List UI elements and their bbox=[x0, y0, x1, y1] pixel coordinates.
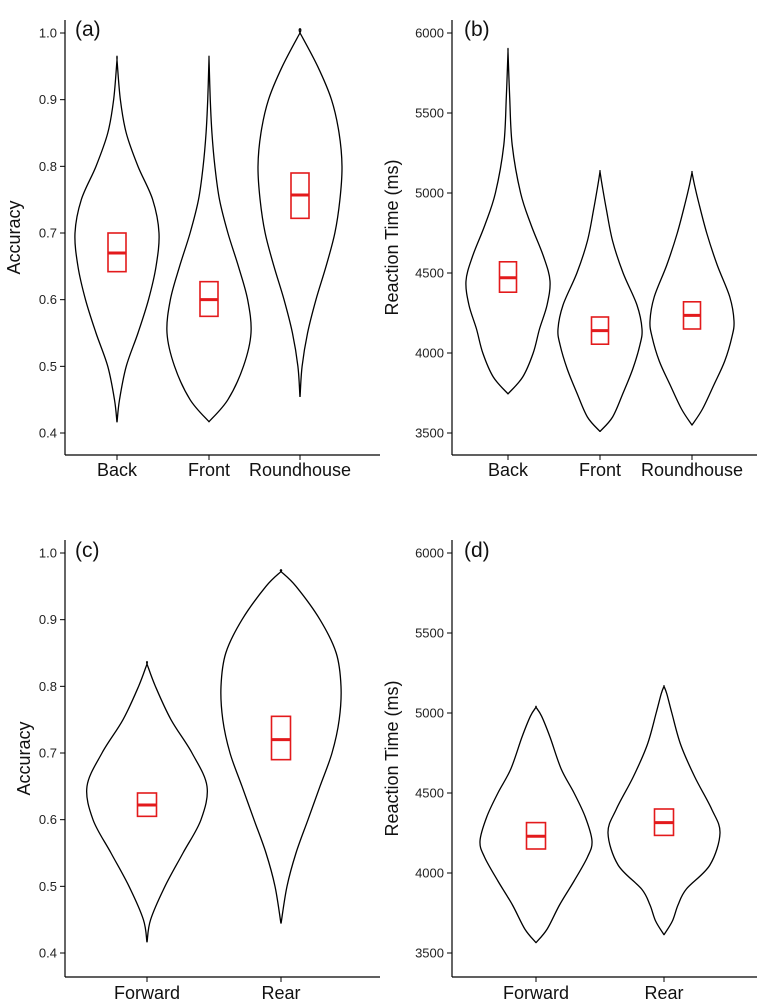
y-tick-label: 5500 bbox=[415, 106, 444, 121]
panel-label: (c) bbox=[75, 539, 100, 562]
y-tick-label: 0.4 bbox=[39, 426, 57, 441]
y-tick-label: 6000 bbox=[415, 546, 444, 561]
y-tick-label: 0.5 bbox=[39, 879, 57, 894]
y-tick-label: 4500 bbox=[415, 266, 444, 281]
x-category-label: Forward bbox=[503, 983, 569, 1001]
y-axis-title: Reaction Time (ms) bbox=[382, 159, 402, 315]
x-category-label: Back bbox=[488, 460, 529, 480]
violin-shape bbox=[465, 47, 551, 395]
violin-shape bbox=[257, 28, 343, 397]
y-tick-label: 0.6 bbox=[39, 812, 57, 827]
y-tick-label: 5000 bbox=[415, 706, 444, 721]
x-category-label: Front bbox=[188, 460, 230, 480]
violin-shape bbox=[479, 705, 593, 944]
y-tick-label: 4000 bbox=[415, 866, 444, 881]
x-category-label: Back bbox=[97, 460, 138, 480]
x-category-label: Rear bbox=[261, 983, 300, 1001]
violin-shape bbox=[74, 55, 160, 423]
x-category-label: Roundhouse bbox=[249, 460, 351, 480]
y-axis-title: Accuracy bbox=[4, 200, 24, 274]
y-tick-label: 0.9 bbox=[39, 612, 57, 627]
violin-shape bbox=[649, 170, 735, 426]
y-axis-title: Accuracy bbox=[14, 721, 34, 795]
y-tick-label: 1.0 bbox=[39, 26, 57, 41]
y-tick-label: 5500 bbox=[415, 626, 444, 641]
y-tick-label: 6000 bbox=[415, 26, 444, 41]
violin-shape bbox=[557, 169, 643, 433]
y-tick-label: 0.5 bbox=[39, 359, 57, 374]
x-category-label: Front bbox=[579, 460, 621, 480]
y-tick-label: 4500 bbox=[415, 786, 444, 801]
x-category-label: Roundhouse bbox=[641, 460, 743, 480]
y-tick-label: 0.9 bbox=[39, 92, 57, 107]
y-tick-label: 0.7 bbox=[39, 226, 57, 241]
panel-label: (a) bbox=[75, 18, 101, 41]
y-tick-label: 0.8 bbox=[39, 159, 57, 174]
y-tick-label: 3500 bbox=[415, 946, 444, 961]
y-tick-label: 5000 bbox=[415, 186, 444, 201]
y-tick-label: 0.8 bbox=[39, 679, 57, 694]
violin-shape bbox=[86, 660, 208, 943]
x-category-label: Forward bbox=[114, 983, 180, 1001]
y-tick-label: 0.4 bbox=[39, 946, 57, 961]
panel-label: (d) bbox=[464, 539, 490, 562]
y-tick-label: 1.0 bbox=[39, 546, 57, 561]
y-tick-label: 3500 bbox=[415, 426, 444, 441]
violin-shape bbox=[166, 55, 252, 423]
x-category-label: Rear bbox=[644, 983, 683, 1001]
panel-label: (b) bbox=[464, 18, 490, 41]
y-axis-title: Reaction Time (ms) bbox=[382, 680, 402, 836]
y-tick-label: 0.7 bbox=[39, 746, 57, 761]
y-tick-label: 0.6 bbox=[39, 292, 57, 307]
violin-shape bbox=[220, 569, 342, 924]
violin-shape bbox=[607, 685, 721, 936]
y-tick-label: 4000 bbox=[415, 346, 444, 361]
ci-box bbox=[270, 715, 292, 761]
